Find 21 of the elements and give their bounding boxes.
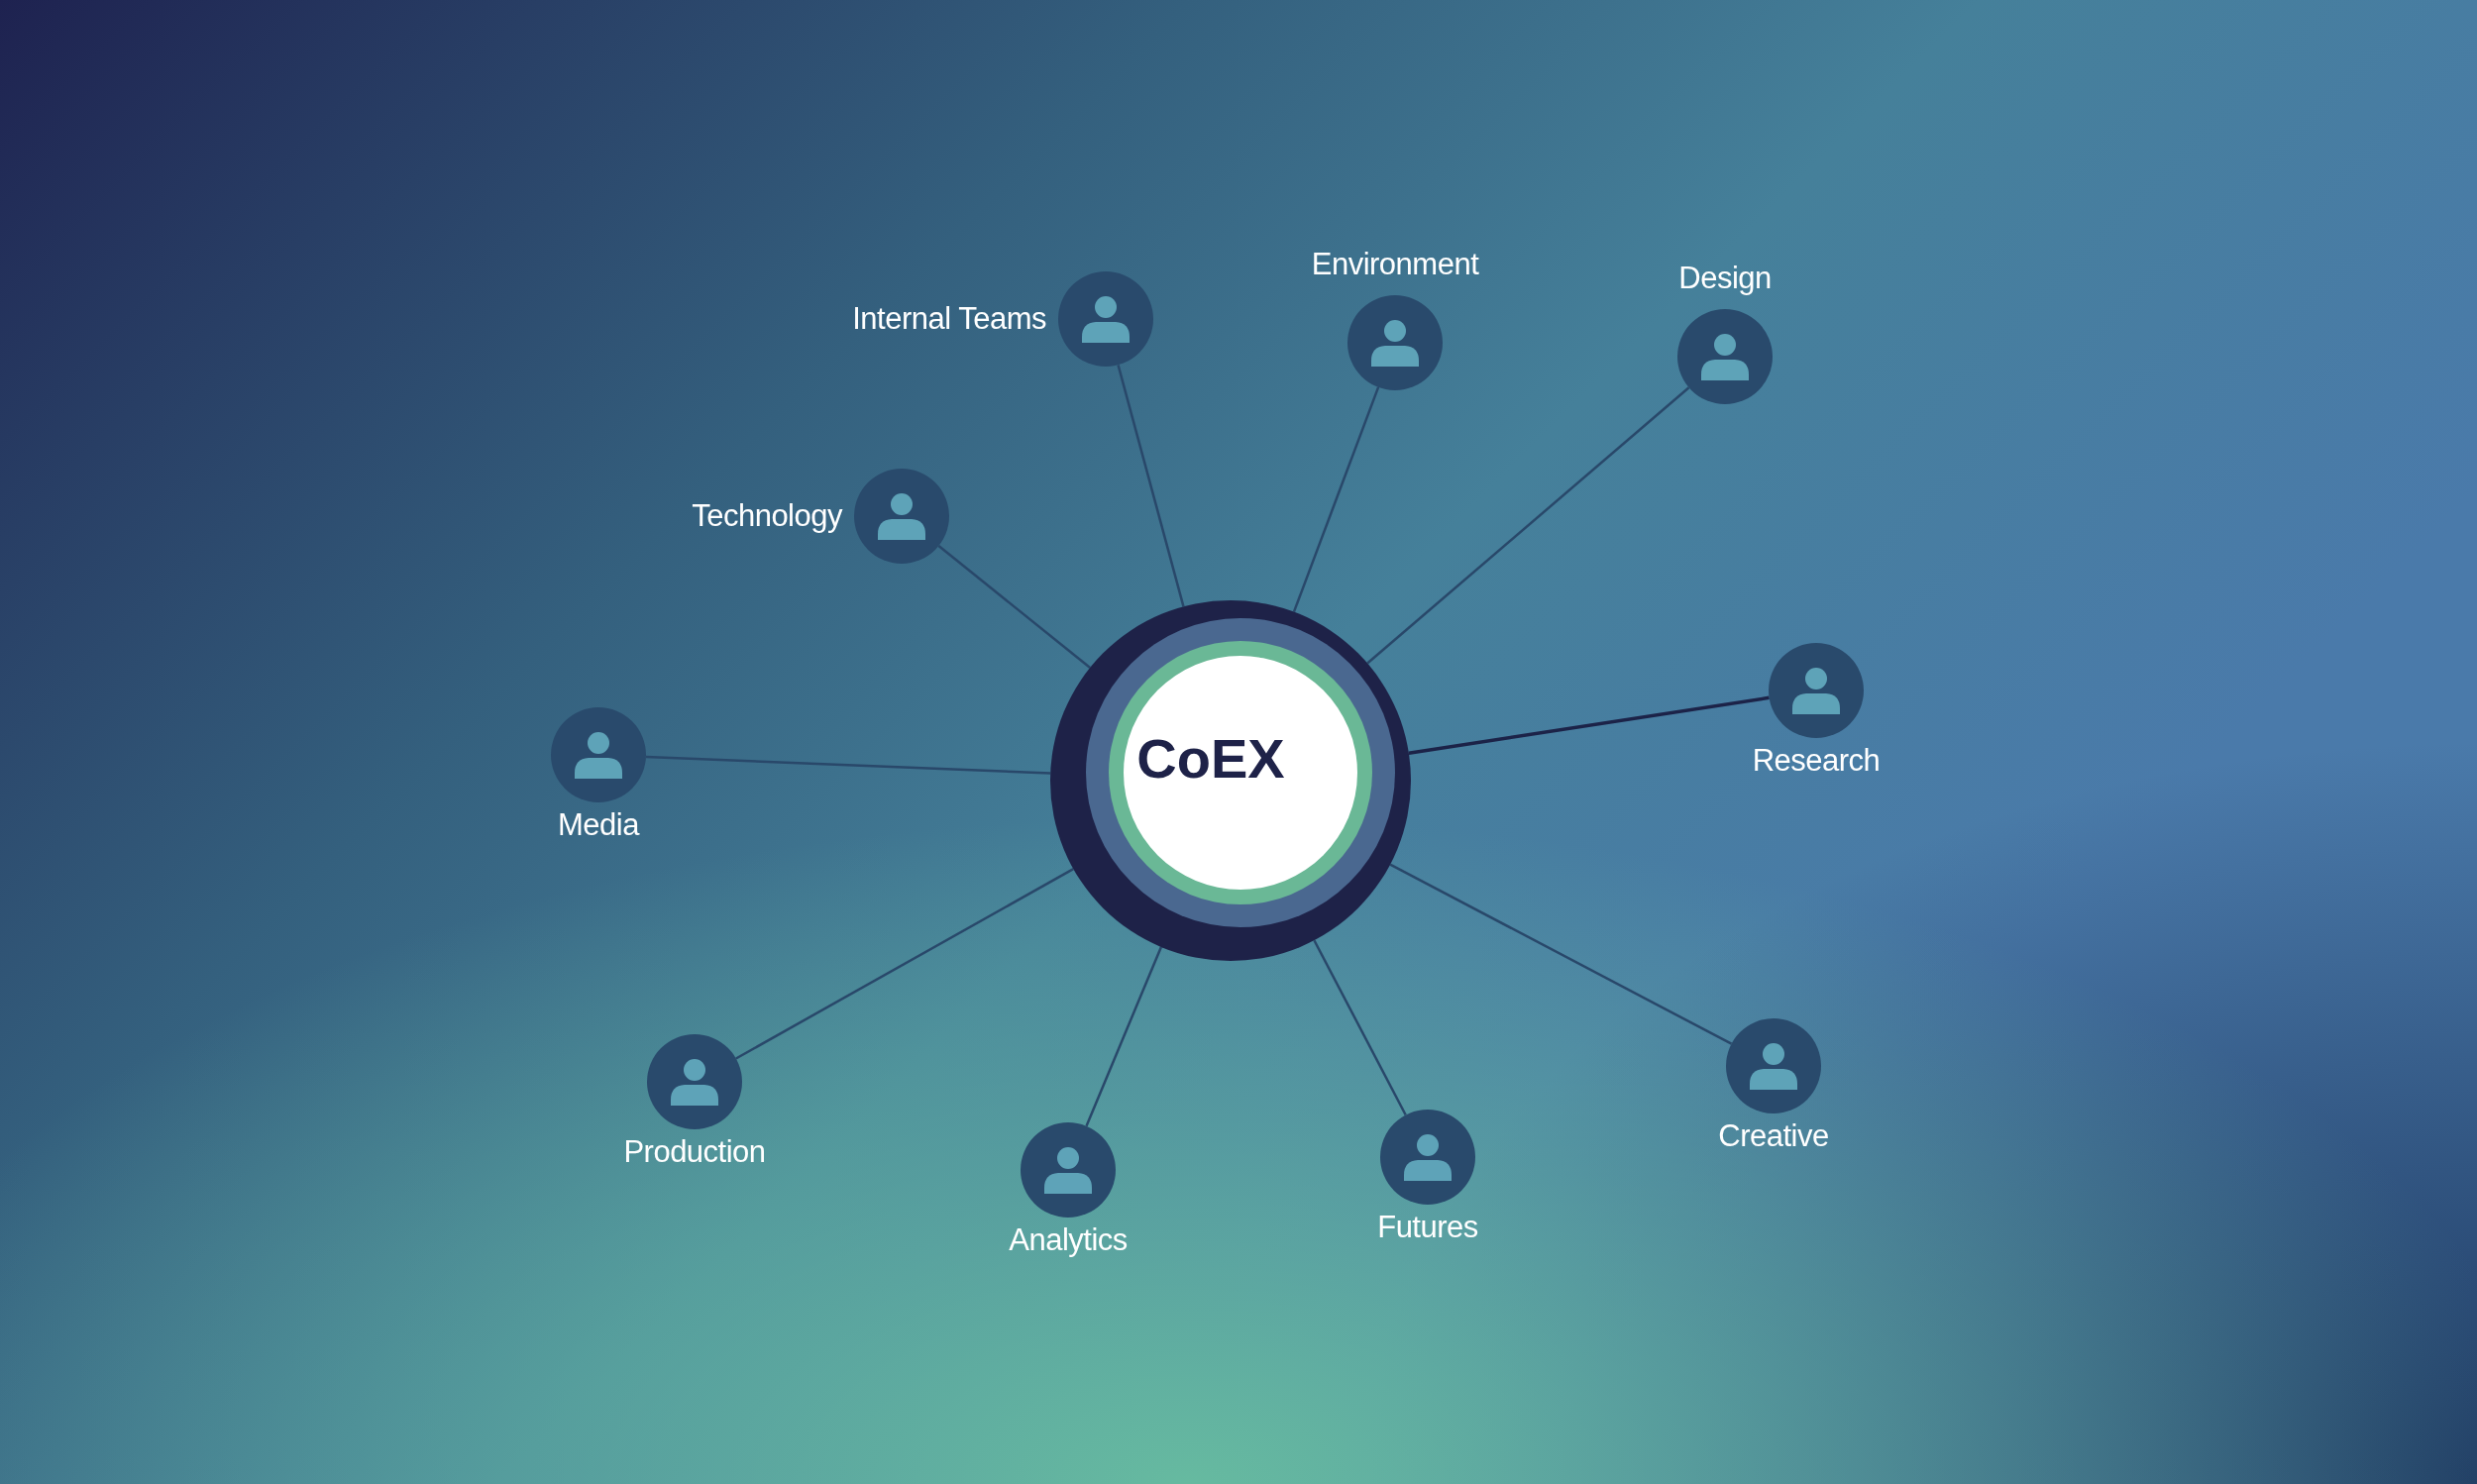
connector-line [645, 755, 1051, 775]
node-label: Design [1678, 259, 1772, 297]
node-label: Internal Teams [852, 299, 1046, 338]
connector-line [1389, 863, 1733, 1045]
connector-line [1313, 939, 1407, 1116]
node-label: Research [1752, 742, 1881, 780]
node-label: Media [558, 806, 639, 844]
connector-line [1408, 695, 1770, 756]
connector-line [1292, 386, 1380, 613]
node-label: Environment [1311, 245, 1479, 283]
connector-line [735, 868, 1074, 1060]
connector-line [1117, 365, 1185, 607]
node-label: Analytics [1009, 1221, 1128, 1259]
node-label: Creative [1718, 1117, 1829, 1155]
connector-line [1085, 946, 1163, 1127]
node-label: Futures [1377, 1209, 1478, 1246]
hub-title: CoEX [1136, 726, 1285, 792]
connector-line [937, 545, 1091, 669]
connector-line [1366, 386, 1690, 665]
node-label: Production [623, 1133, 766, 1171]
node-label: Technology [692, 496, 842, 535]
